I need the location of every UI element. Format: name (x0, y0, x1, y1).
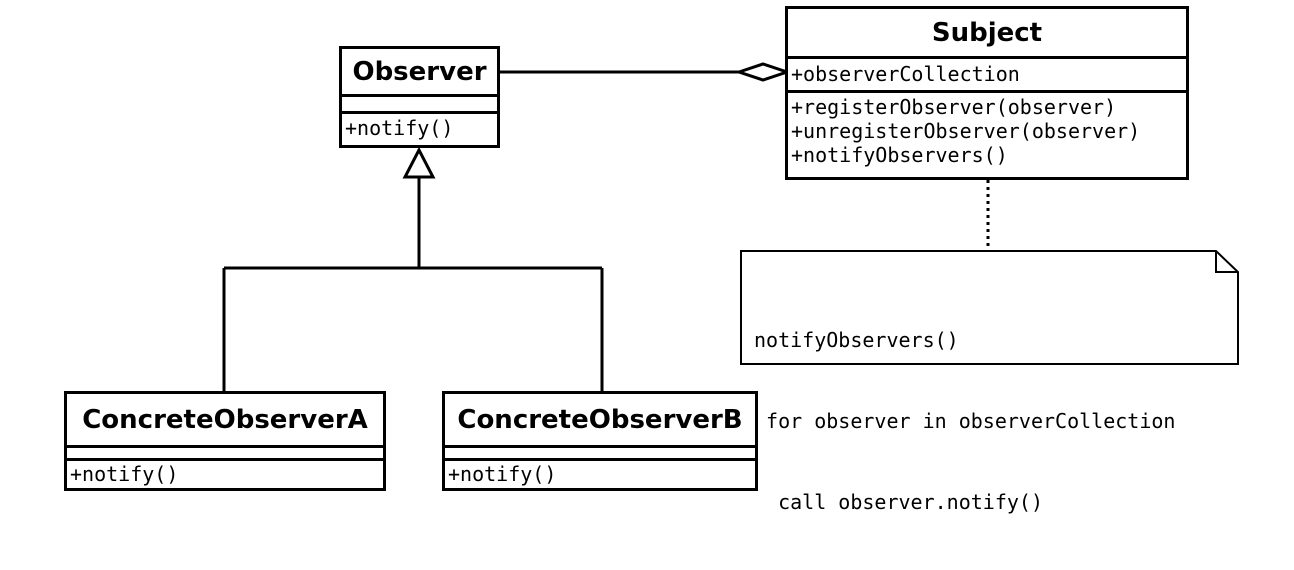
concrete-observer-a-attributes-compartment (67, 448, 383, 461)
subject-operations-compartment: +registerObserver(observer) +unregisterO… (788, 93, 1186, 177)
concrete-observer-b-operations-compartment: +notify() (445, 461, 755, 488)
generalization-arrowhead (402, 146, 436, 179)
observer-class-name: Observer (342, 49, 497, 97)
concrete-observer-b-class-name: ConcreteObserverB (445, 394, 755, 448)
concrete-observer-b-attributes-compartment (445, 448, 755, 461)
subject-operation: +notifyObservers() (791, 143, 1008, 167)
observer-operation: +notify() (345, 116, 454, 140)
note-fold (1215, 251, 1238, 273)
concrete-observer-a-operations-compartment: +notify() (67, 461, 383, 488)
subject-operation: +registerObserver(observer) (791, 95, 1117, 119)
subject-class-box: Subject +observerCollection +registerObs… (785, 6, 1189, 180)
note-shape (740, 250, 1239, 365)
concrete-observer-b-class-box: ConcreteObserverB +notify() (442, 391, 758, 491)
note-line: for observer in observerCollection (754, 409, 1176, 433)
concrete-observer-a-operation: +notify() (70, 462, 179, 486)
concrete-observer-b-operation: +notify() (448, 462, 557, 486)
subject-operation: +unregisterObserver(observer) (791, 119, 1141, 143)
concrete-observer-a-class-name: ConcreteObserverA (67, 394, 383, 448)
subject-class-name: Subject (788, 9, 1186, 59)
subject-attribute: +observerCollection (791, 62, 1020, 86)
note-text: notifyObservers() for observer in observ… (754, 273, 1175, 570)
connectors-layer (222, 62, 1239, 391)
concrete-observer-a-class-box: ConcreteObserverA +notify() (64, 391, 386, 491)
uml-observer-diagram: Observer +notify() Subject +observerColl… (64, 6, 1239, 514)
observer-class-box: Observer +notify() (339, 46, 500, 148)
observer-attributes-compartment (342, 97, 497, 114)
aggregation-diamond (734, 62, 792, 82)
subject-attributes-compartment: +observerCollection (788, 59, 1186, 93)
observer-operations-compartment: +notify() (342, 114, 497, 145)
note-line: call observer.notify() (754, 490, 1043, 514)
note-line: notifyObservers() (754, 328, 959, 352)
